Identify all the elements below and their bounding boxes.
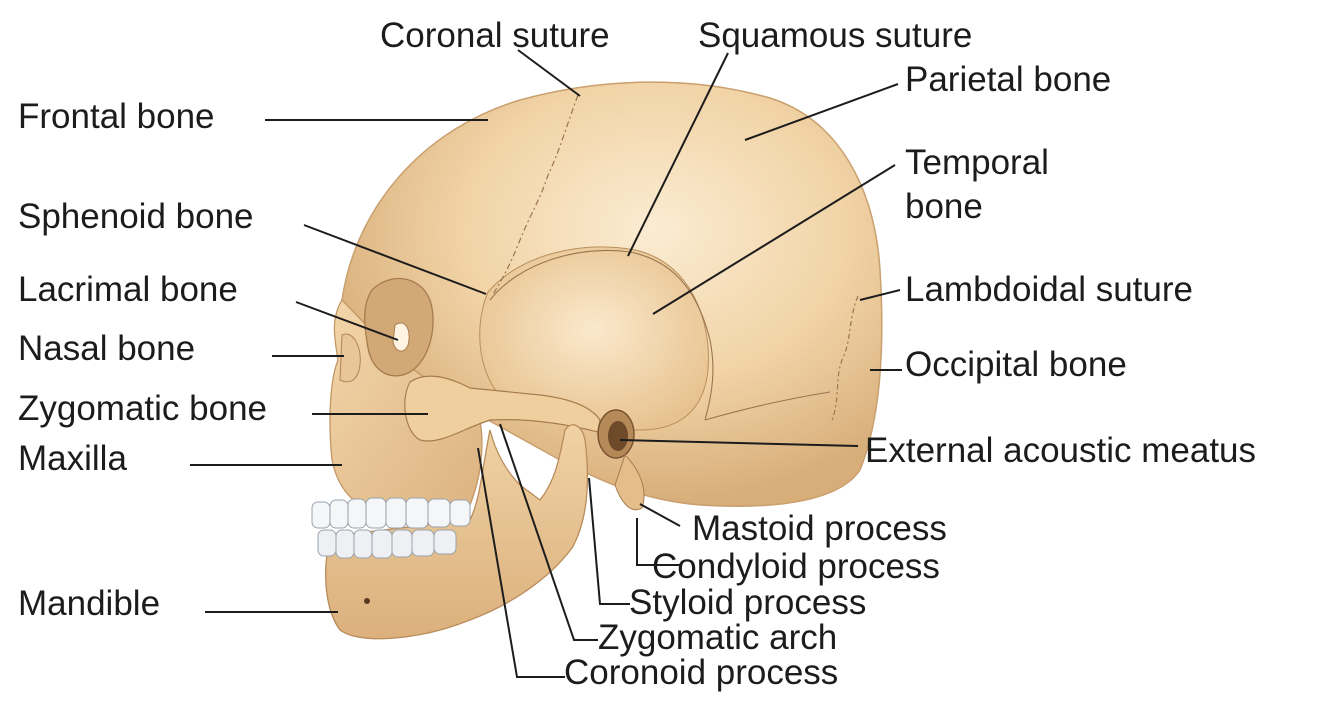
leader-condyloid-process — [636, 518, 680, 566]
label-nasal-bone: Nasal bone — [18, 329, 196, 368]
coronal-suture-line — [491, 94, 579, 297]
label-maxilla: Maxilla — [18, 439, 127, 478]
label-temporal-bone-line1: Temporal — [905, 143, 1049, 182]
label-zygomatic-bone: Zygomatic bone — [18, 389, 268, 428]
acoustic-meatus-inner — [608, 421, 628, 451]
temporal-occipital-suture — [704, 391, 831, 421]
zygomatic-bone-shape — [404, 375, 601, 442]
mandible-shape — [325, 424, 589, 640]
leader-zygomatic-arch — [499, 423, 598, 641]
leader-mastoid-process — [639, 503, 681, 527]
label-styloid-process: Styloid process — [629, 583, 867, 622]
label-lambdoidal-suture: Lambdoidal suture — [905, 270, 1193, 309]
label-coronoid-process: Coronoid process — [564, 653, 839, 692]
label-parietal-bone: Parietal bone — [905, 60, 1112, 99]
label-temporal-bone-line2: bone — [905, 187, 983, 226]
lower-teeth — [317, 529, 457, 559]
squamous-suture-line — [489, 249, 714, 421]
label-condyloid-process: Condyloid process — [652, 547, 940, 586]
label-lacrimal-bone: Lacrimal bone — [18, 270, 238, 309]
leader-coronoid-process — [477, 447, 565, 678]
leader-external-acoustic-meatus — [619, 439, 859, 447]
lambdoidal-suture-line — [831, 295, 859, 421]
label-coronal-suture: Coronal suture — [380, 16, 610, 55]
label-squamous-suture: Squamous suture — [698, 16, 973, 55]
label-mandible: Mandible — [18, 584, 161, 623]
upper-teeth — [311, 497, 471, 529]
leader-lambdoidal-suture — [859, 289, 901, 301]
leader-lines — [190, 49, 902, 678]
label-external-acoustic-meatus: External acoustic meatus — [865, 431, 1257, 470]
leader-coronal-suture — [517, 49, 581, 97]
label-frontal-bone: Frontal bone — [18, 97, 215, 136]
leader-parietal-bone — [744, 83, 899, 141]
mental-foramen — [364, 598, 370, 604]
label-sphenoid-bone: Sphenoid bone — [18, 197, 254, 236]
label-occipital-bone: Occipital bone — [905, 345, 1127, 384]
lacrimal-bone-shape — [392, 322, 410, 352]
mastoid-process-shape — [614, 454, 645, 511]
leader-sphenoid-bone — [303, 224, 487, 295]
leader-temporal-bone — [652, 164, 896, 315]
nasal-bone-shape — [339, 333, 361, 383]
label-mastoid-process: Mastoid process — [692, 509, 947, 548]
label-zygomatic-arch: Zygomatic arch — [598, 618, 838, 657]
leader-lacrimal-bone — [295, 301, 399, 341]
leader-styloid-process — [588, 477, 630, 605]
leader-squamous-suture — [627, 52, 729, 257]
